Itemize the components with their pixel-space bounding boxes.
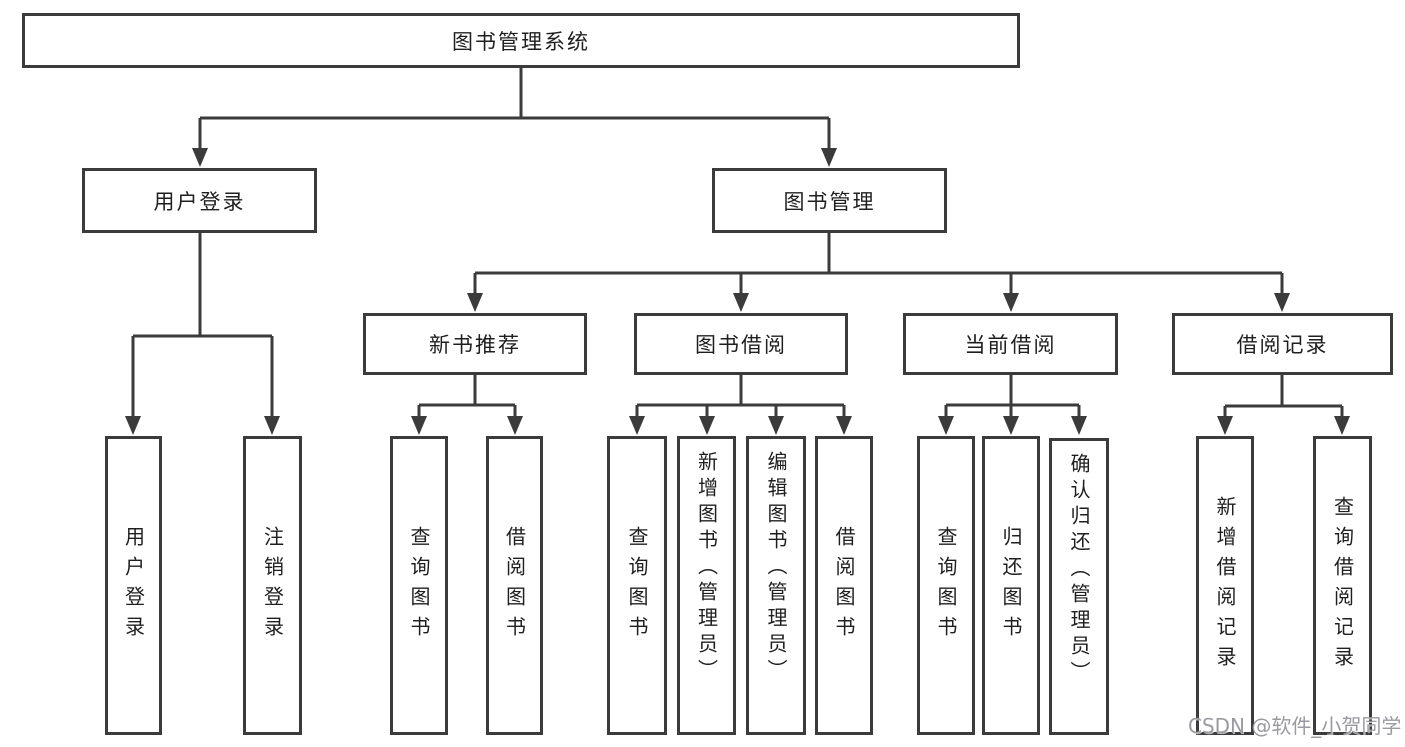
- connector-newbook-to-leaves: [417, 375, 517, 418]
- node-label: 注销登录: [260, 525, 285, 646]
- node-leaf-edit-book-admin: 编辑图书（管理员）: [746, 436, 806, 735]
- node-label: 查询图书: [407, 525, 431, 646]
- node-leaf-return-book: 归还图书: [982, 436, 1040, 735]
- node-label: 图书借阅: [695, 333, 787, 357]
- arrowheads: [125, 148, 1350, 435]
- node-leaf-confirm-return-admin: 确认归还（管理员）: [1049, 438, 1109, 735]
- node-label: 借阅图书: [502, 525, 527, 646]
- node-label: 借阅记录: [1236, 333, 1329, 357]
- node-leaf-add-book-admin: 新增图书（管理员）: [677, 436, 736, 735]
- node-leaf-user-login: 用户登录: [105, 436, 162, 735]
- connector-borrowrecord-to-leaves: [1223, 375, 1344, 418]
- node-label: 确认归还（管理员）: [1067, 453, 1091, 687]
- node-leaf-borrow-book-2: 借阅图书: [815, 436, 873, 735]
- node-label: 新书推荐: [429, 333, 521, 357]
- node-label: 查询图书: [934, 525, 958, 646]
- node-label: 编辑图书（管理员）: [764, 451, 788, 685]
- node-label: 新增借阅记录: [1213, 495, 1237, 676]
- node-label: 归还图书: [999, 525, 1023, 646]
- node-user-login: 用户登录: [82, 168, 317, 233]
- connector-currentborrow-to-leaves: [944, 375, 1081, 418]
- node-library-management-system: 图书管理系统: [22, 13, 1020, 68]
- node-borrow-record: 借阅记录: [1172, 313, 1393, 375]
- connector-root-to-level2: [198, 68, 831, 150]
- node-leaf-query-book-1: 查询图书: [390, 436, 448, 735]
- connector-bookborrow-to-leaves: [635, 375, 846, 418]
- connector-bookmgmt-to-level3: [473, 233, 1284, 295]
- node-leaf-logout: 注销登录: [243, 436, 302, 735]
- node-book-management: 图书管理: [712, 168, 947, 233]
- node-current-borrow: 当前借阅: [903, 313, 1118, 375]
- node-label: 图书管理: [783, 189, 876, 214]
- node-book-borrow: 图书借阅: [634, 313, 848, 375]
- node-label: 当前借阅: [964, 333, 1057, 357]
- node-label: 图书管理系统: [452, 29, 590, 54]
- node-label: 借阅图书: [832, 525, 856, 646]
- node-label: 用户登录: [153, 189, 246, 214]
- node-label: 新增图书（管理员）: [694, 451, 719, 685]
- node-leaf-add-borrow-record: 新增借阅记录: [1196, 436, 1254, 735]
- node-new-book-recommend: 新书推荐: [363, 313, 587, 375]
- node-label: 用户登录: [121, 525, 146, 646]
- node-leaf-query-book-3: 查询图书: [917, 436, 975, 735]
- node-leaf-borrow-book-1: 借阅图书: [486, 436, 543, 735]
- node-label: 查询图书: [625, 525, 649, 646]
- node-leaf-query-borrow-record: 查询借阅记录: [1313, 436, 1372, 735]
- connector-userlogin-to-leaves: [131, 233, 274, 418]
- node-label: 查询借阅记录: [1330, 495, 1355, 676]
- node-leaf-query-book-2: 查询图书: [607, 436, 667, 735]
